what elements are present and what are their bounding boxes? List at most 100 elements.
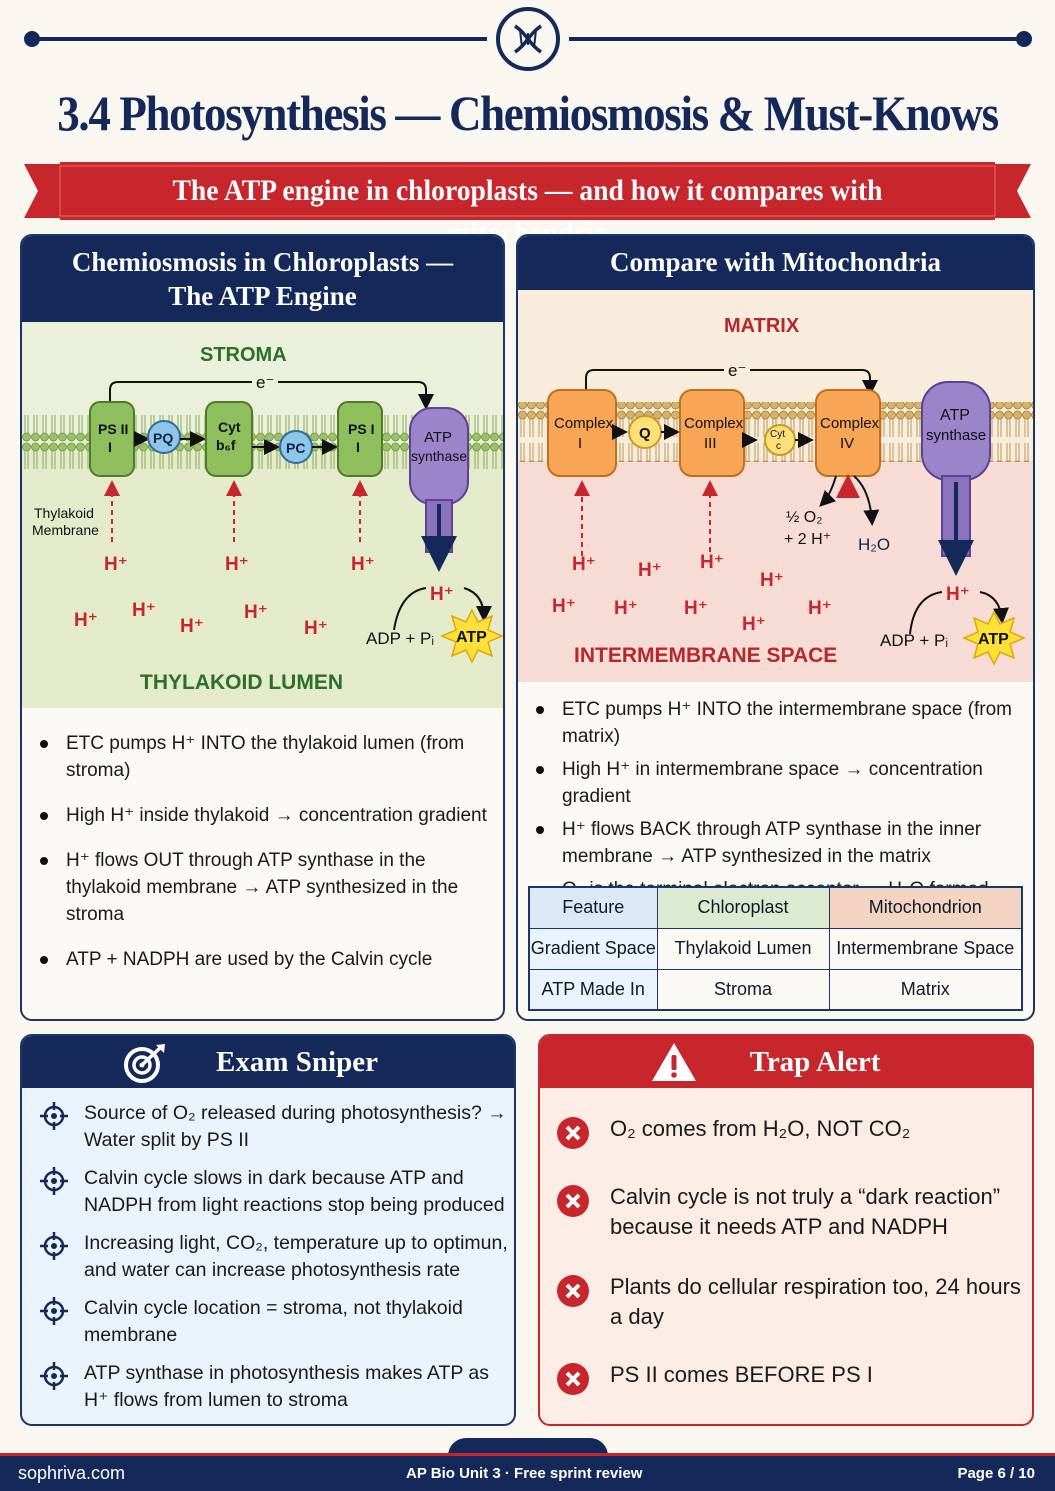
page-title: 3.4 Photosynthesis — Chemiosmosis & Must…: [57, 85, 999, 141]
proton-label: H⁺: [132, 600, 156, 621]
x-circle-icon: [557, 1275, 589, 1307]
bullet-item: High H⁺ inside thylakoid → concentration…: [40, 802, 500, 829]
proton-label: H⁺: [244, 602, 268, 623]
target-arrow-icon: [124, 1044, 165, 1083]
complex-4: [815, 389, 881, 477]
table-cell: Stroma: [656, 968, 830, 1011]
cyt-label: Cyt: [218, 419, 241, 435]
list-item: Plants do cellular respiration too, 24 h…: [556, 1272, 1026, 1332]
membrane-label-1: Thylakoid: [34, 505, 94, 521]
proton-label: H⁺: [946, 584, 970, 605]
bullet-item: H⁺ flows BACK through ATP synthase in th…: [536, 816, 1026, 870]
stroma-label: STROMA: [200, 344, 287, 366]
x-circle-icon: [557, 1117, 589, 1149]
proton-label: H⁺: [430, 584, 454, 605]
bullet-item: ATP + NADPH are used by the Calvin cycle: [40, 946, 500, 973]
atp-label: ATP: [456, 629, 487, 646]
electron-label: e⁻: [256, 373, 274, 392]
ps1-complex: [337, 401, 383, 477]
bullet-item: ETC pumps H⁺ INTO the intermembrane spac…: [536, 696, 1026, 750]
footer-bar: sophriva.com AP Bio Unit 3 · Free sprint…: [0, 1453, 1055, 1491]
list-item-text: Plants do cellular respiration too, 24 h…: [610, 1274, 1021, 1329]
x-circle-icon: [557, 1363, 589, 1395]
table-cell: Intermembrane Space: [828, 927, 1023, 970]
list-item-text: Calvin cycle location = stroma, not thyl…: [84, 1297, 463, 1346]
dna-icon: [496, 7, 560, 71]
proton-label: H⁺: [638, 560, 662, 581]
table-header-cell: Mitochondrion: [828, 886, 1023, 929]
list-item-text: Increasing light, CO₂, temperature up to…: [84, 1232, 508, 1281]
complex-3: [679, 389, 745, 477]
atp-burst: [440, 608, 503, 664]
list-item: O₂ comes from H₂O, NOT CO₂: [556, 1114, 1026, 1149]
complex-4-label: Complex: [820, 415, 880, 432]
proton-label: H⁺: [684, 598, 708, 619]
trap-alert-title: Trap Alert: [749, 1046, 881, 1078]
mitochondria-etc-diagram: MATRIX e⁻ Complex I Q Complex III Cyt c …: [518, 290, 1033, 682]
synthase-label-2: synthase: [411, 448, 467, 464]
crosshair-icon: [40, 1232, 68, 1260]
electron-label: e⁻: [728, 361, 746, 380]
exam-sniper-heading: Exam Sniper: [22, 1036, 514, 1088]
compare-bullets: ETC pumps H⁺ INTO the intermembrane spac…: [536, 696, 1026, 909]
crosshair-icon: [40, 1167, 68, 1195]
exam-sniper-list: Source of O₂ released during photosynthe…: [38, 1100, 513, 1424]
q-label: Q: [639, 425, 651, 442]
table-row: ATP Made In Stroma Matrix: [528, 968, 1023, 1011]
chemiosmosis-bullets: ETC pumps H⁺ INTO the thylakoid lumen (f…: [40, 730, 500, 991]
comparison-table: Feature Chloroplast Mitochondrion Gradie…: [528, 886, 1023, 1011]
list-item: ATP synthase in photosynthesis makes ATP…: [38, 1360, 513, 1414]
proton-label: H⁺: [614, 598, 638, 619]
proton-label: H⁺: [104, 554, 128, 575]
ps1-label-2: I: [356, 439, 360, 455]
list-item: Calvin cycle slows in dark because ATP a…: [38, 1165, 513, 1219]
list-item-text: Calvin cycle slows in dark because ATP a…: [84, 1167, 505, 1216]
pc-label: PC: [286, 440, 305, 456]
trap-alert-panel: Trap Alert O₂ comes from H₂O, NOT CO₂ Ca…: [538, 1034, 1034, 1426]
plus-h-label: + 2 H⁺: [784, 531, 831, 548]
proton-label: H⁺: [552, 596, 576, 617]
table-header-cell: Feature: [528, 886, 658, 929]
complex-1-num: I: [578, 435, 582, 452]
crosshair-icon: [40, 1362, 68, 1390]
proton-label: H⁺: [351, 554, 375, 575]
cyt-c-label-1: Cyt: [770, 429, 785, 440]
pq-label: PQ: [153, 430, 173, 446]
list-item-text: Source of O₂ released during photosynthe…: [84, 1102, 507, 1151]
list-item-text: PS II comes BEFORE PS I: [610, 1362, 873, 1387]
page-subtitle: The ATP engine in chloroplasts — and how…: [172, 174, 883, 249]
chemiosmosis-heading-line2: The ATP Engine: [168, 281, 357, 311]
complex-3-label: Complex: [684, 415, 744, 432]
table-header-cell: Chloroplast: [656, 886, 830, 929]
proton-label: H⁺: [760, 570, 784, 591]
list-item-text: Calvin cycle is not truly a “dark reacti…: [610, 1184, 1001, 1239]
synthase-label-1: ATP: [940, 407, 970, 424]
footer-site-link[interactable]: sophriva.com: [18, 1463, 126, 1483]
header-rule: [24, 31, 1032, 47]
ps2-label-2: I: [108, 439, 112, 455]
table-cell: Matrix: [828, 968, 1023, 1011]
ps2-complex: [89, 401, 135, 477]
synthase-label-2: synthase: [926, 427, 986, 444]
pq-carrier: [147, 420, 181, 454]
proton-label: H⁺: [700, 552, 724, 573]
chemiosmosis-panel: Chemiosmosis in Chloroplasts — The ATP E…: [20, 234, 505, 1021]
list-item-text: O₂ comes from H₂O, NOT CO₂: [610, 1116, 911, 1141]
ps1-label: PS I: [348, 421, 374, 437]
b6f-label: b₆f: [216, 437, 236, 453]
adp-label: ADP + Pᵢ: [880, 631, 948, 650]
table-header-row: Feature Chloroplast Mitochondrion: [528, 886, 1023, 929]
intermembrane-label: INTERMEMBRANE SPACE: [574, 644, 837, 667]
footer-page-number: Page 6 / 10: [957, 1465, 1035, 1482]
list-item: Calvin cycle is not truly a “dark reacti…: [556, 1182, 1026, 1242]
list-item: Increasing light, CO₂, temperature up to…: [38, 1230, 513, 1284]
membrane-label-2: Membrane: [32, 522, 99, 538]
table-row: Gradient Space Thylakoid Lumen Intermemb…: [528, 927, 1023, 970]
table-cell: ATP Made In: [528, 968, 658, 1011]
list-item: Source of O₂ released during photosynthe…: [38, 1100, 513, 1154]
compare-panel: Compare with Mitochondria MATRIX e⁻ Comp…: [516, 234, 1035, 1021]
complex-3-num: III: [704, 435, 717, 452]
atp-burst: [962, 610, 1026, 666]
ps2-label: PS II: [98, 421, 128, 437]
lumen-label: THYLAKOID LUMEN: [140, 671, 343, 694]
